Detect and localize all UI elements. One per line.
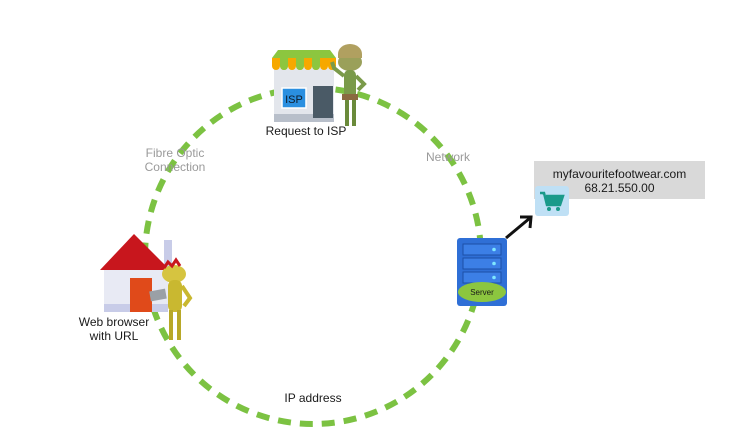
website-info-text: myfavouritefootwear.com 68.21.550.00 <box>534 167 705 195</box>
shopping-cart-icon <box>540 191 565 211</box>
website-domain: myfavouritefootwear.com <box>552 167 687 181</box>
website-ip: 68.21.550.00 <box>584 181 655 195</box>
fibre-optic-label-line2: Connection <box>144 160 206 174</box>
frog-mascot-icon <box>330 44 367 126</box>
fibre-optic-label: Fibre Optic Connection <box>138 146 212 174</box>
home-label-line1: Web browser <box>78 315 150 329</box>
server-label: Server <box>470 288 494 297</box>
server-icon: Server <box>457 238 507 306</box>
fibre-optic-label-line1: Fibre Optic <box>145 146 205 160</box>
isp-label: Request to ISP <box>265 124 347 138</box>
frog-with-laptop-icon <box>149 257 193 340</box>
isp-sign-text: ISP <box>285 94 303 106</box>
server-node: Server <box>457 238 507 306</box>
home-node <box>100 234 193 340</box>
shopping-cart-badge <box>535 186 569 216</box>
house-icon <box>100 234 172 312</box>
arrow-icon <box>505 215 533 240</box>
shop-icon: ISP <box>272 50 336 122</box>
home-label-line2: with URL <box>89 329 139 343</box>
arrow-to-website <box>505 215 533 240</box>
isp-shop-node: ISP <box>272 44 367 126</box>
home-label: Web browser with URL <box>64 315 164 343</box>
ip-address-label: IP address <box>284 391 342 405</box>
network-label: Network <box>425 150 470 164</box>
